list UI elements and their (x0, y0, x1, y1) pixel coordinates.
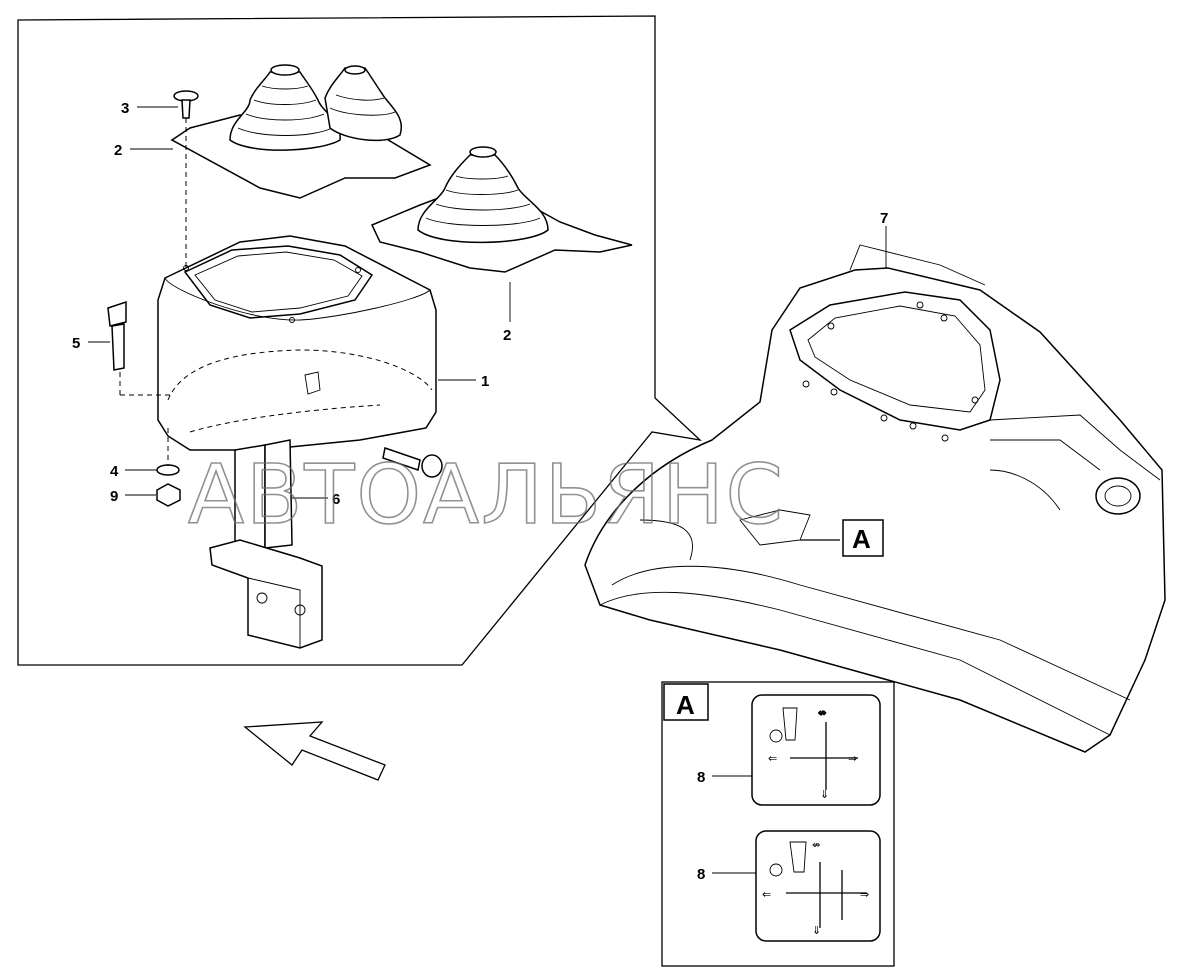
mounting-bracket (209, 439, 323, 649)
svg-text:⇐: ⇐ (762, 888, 771, 901)
washer (156, 464, 180, 476)
bracket-screw (382, 447, 443, 478)
svg-text:⇓: ⇓ (812, 924, 821, 937)
svg-text:⇒: ⇒ (848, 752, 857, 765)
callout-4: 4 (110, 463, 119, 480)
operator-console (584, 244, 1166, 753)
detail-marker-box (842, 519, 884, 557)
detail-a-panel (661, 681, 895, 967)
svg-text:⇒: ⇒ (860, 888, 869, 901)
svg-text:⇐: ⇐ (768, 752, 777, 765)
control-housing (157, 235, 437, 451)
leader-lines (88, 106, 887, 874)
control-pattern-decal-icon: ⇎ ⇐ ⇒ ⇓ (755, 830, 881, 942)
svg-text:⇓: ⇓ (820, 788, 829, 801)
callout-2-lower: 2 (503, 327, 511, 344)
callout-8-upper: 8 (697, 769, 705, 786)
callout-3: 3 (121, 100, 129, 117)
callout-1: 1 (481, 373, 489, 390)
detail-frame (17, 15, 703, 666)
callout-8-lower: 8 (697, 866, 705, 883)
screw (173, 90, 199, 270)
bolt (107, 300, 170, 396)
callout-9: 9 (110, 488, 118, 505)
nut (156, 483, 181, 507)
gear-boot-double (170, 64, 432, 199)
view-direction-arrow-icon (243, 721, 386, 781)
control-pattern-decal-icon: ⇎ ⇐ ⇒ ⇓ (751, 694, 881, 806)
svg-text:⇎: ⇎ (818, 708, 826, 719)
callout-6: 6 (332, 491, 340, 508)
detail-panel-title: A (676, 690, 695, 720)
callout-7: 7 (880, 210, 888, 227)
callout-2-upper: 2 (114, 142, 122, 159)
detail-marker-label: A (852, 524, 871, 554)
callout-5: 5 (72, 335, 80, 352)
watermark: АВТОАЛЬЯНС (188, 448, 785, 543)
gear-boot-single (370, 146, 633, 273)
svg-text:⇎: ⇎ (812, 840, 820, 851)
